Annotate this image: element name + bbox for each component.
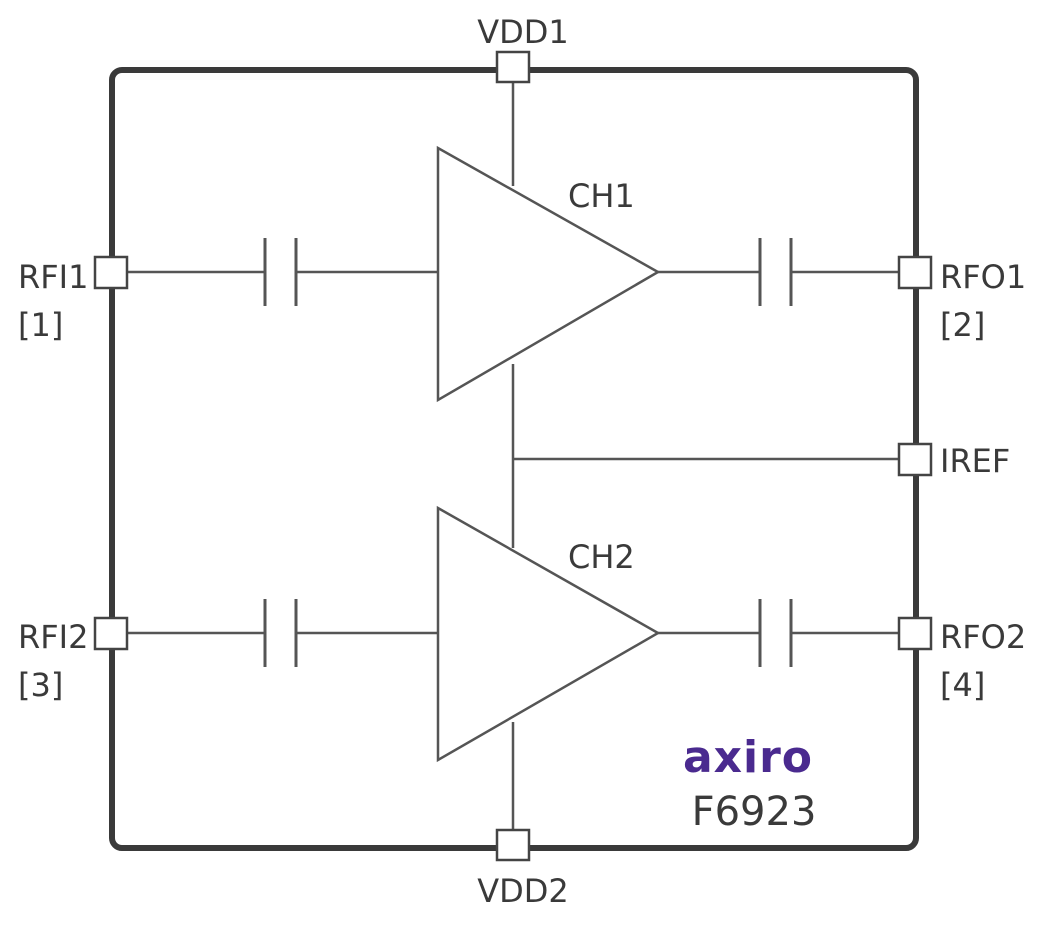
rfi1-pin-number: [1] xyxy=(18,306,63,344)
vdd2-label: VDD2 xyxy=(477,872,569,910)
rfi2-pin-number: [3] xyxy=(18,666,63,704)
rfo2-pin-number: [4] xyxy=(940,666,985,704)
ch1-amplifier xyxy=(436,145,661,403)
rfo1-pin-number: [2] xyxy=(940,306,985,344)
iref-pad xyxy=(897,442,933,477)
rfi2-pad xyxy=(93,616,129,651)
part-number: F6923 xyxy=(692,789,817,835)
rfo2-label: RFO2 xyxy=(940,618,1026,656)
ch2-amplifier xyxy=(436,505,661,763)
company-logo: axiro xyxy=(683,732,813,783)
rfi1-pad xyxy=(93,255,129,290)
rfo2-pad xyxy=(897,616,933,651)
rfo1-label: RFO1 xyxy=(940,258,1026,296)
ch2-label: CH2 xyxy=(568,538,635,576)
iref-label: IREF xyxy=(940,442,1010,480)
vdd1-pad xyxy=(495,50,531,84)
vdd2-pad xyxy=(495,828,531,862)
vdd1-label: VDD1 xyxy=(477,13,569,51)
ch1-label: CH1 xyxy=(568,177,635,215)
rfo1-pad xyxy=(897,255,933,290)
rfi2-label: RFI2 xyxy=(18,618,88,656)
rfi1-label: RFI1 xyxy=(18,258,88,296)
